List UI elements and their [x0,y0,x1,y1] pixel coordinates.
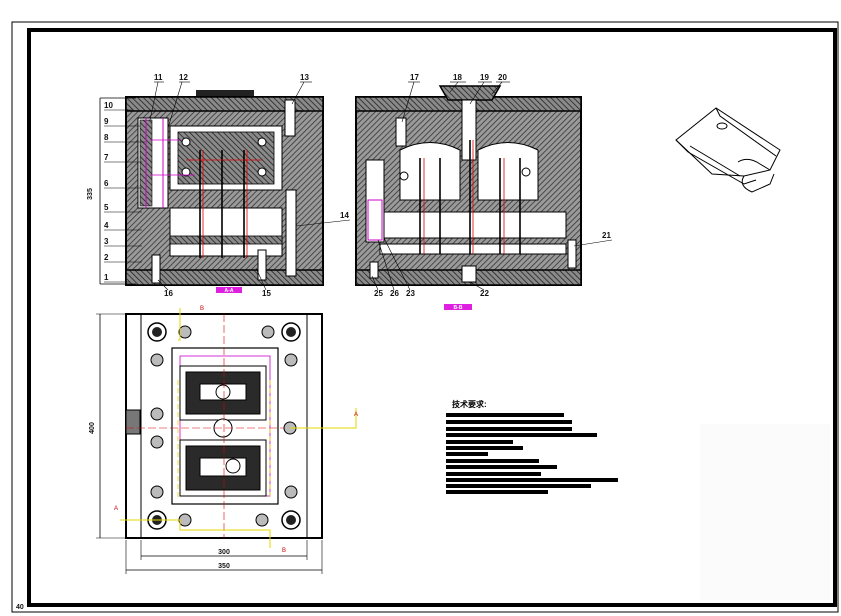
svg-text:15: 15 [262,289,271,298]
svg-text:17: 17 [410,73,419,82]
svg-text:26: 26 [390,289,399,298]
svg-text:25: 25 [374,289,383,298]
left-part-labels: 335 10 9 8 7 6 5 4 3 2 1 11 12 13 14 16 … [87,73,351,298]
svg-text:A-A: A-A [225,288,234,294]
svg-text:4: 4 [104,221,109,230]
svg-text:23: 23 [406,289,415,298]
plan-view: B A A B [114,306,358,554]
outer-frame [11,21,839,613]
sheet-number: 40 [16,604,24,611]
svg-text:12: 12 [179,73,188,82]
svg-text:13: 13 [300,73,309,82]
left-section-view: A-A [125,90,324,294]
svg-text:10: 10 [104,101,113,110]
svg-text:B: B [282,548,286,554]
svg-text:8: 8 [104,133,109,142]
svg-text:B: B [200,306,204,312]
svg-text:22: 22 [480,289,489,298]
part-isometric-sketch [675,107,781,193]
svg-text:5: 5 [104,203,109,212]
svg-text:3: 3 [104,237,109,246]
svg-text:335: 335 [87,188,94,200]
svg-text:A: A [114,506,118,512]
technical-requirements: 技术要求: [446,399,618,494]
svg-text:16: 16 [164,289,173,298]
svg-text:1: 1 [104,273,109,282]
plan-dimensions: 400 300 350 [89,313,323,574]
inner-frame [27,28,837,607]
svg-text:7: 7 [104,153,109,162]
svg-text:300: 300 [218,549,230,556]
blank-title-area [700,424,830,600]
svg-text:14: 14 [340,211,349,220]
right-section-view: B-B [355,85,582,311]
svg-text:2: 2 [104,253,109,262]
svg-text:21: 21 [602,231,611,240]
svg-text:20: 20 [498,73,507,82]
svg-text:350: 350 [218,563,230,570]
svg-text:400: 400 [89,422,96,434]
svg-text:6: 6 [104,179,109,188]
svg-text:11: 11 [154,73,163,82]
svg-text:19: 19 [480,73,489,82]
right-part-labels: 17 18 19 20 21 22 25 26 23 [371,73,613,298]
svg-text:18: 18 [453,73,462,82]
svg-text:B-B: B-B [454,305,463,311]
tech-title: 技术要求: [452,399,487,409]
svg-text:9: 9 [104,117,109,126]
svg-text:A: A [354,412,358,418]
